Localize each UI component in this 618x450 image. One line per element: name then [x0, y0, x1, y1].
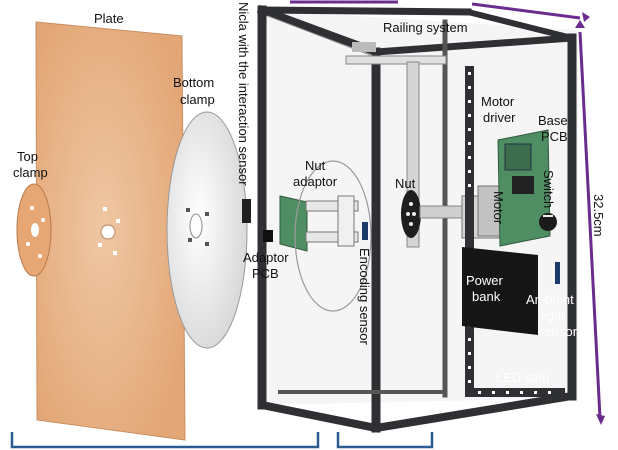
nut: [401, 190, 421, 238]
ambient-light-label: sensor: [538, 324, 578, 339]
nut-adaptor-label: Nut: [305, 158, 326, 173]
top-clamp-label: Top: [17, 149, 38, 164]
encoding-sensor: [362, 222, 368, 240]
plate-screw-hole: [113, 251, 117, 255]
motor-driver-label: Motor: [481, 94, 515, 109]
plate-screw-hole: [98, 243, 102, 247]
bottom-clamp-hub: [189, 213, 203, 239]
power-bank: [462, 247, 538, 335]
height-dimension-label: 32.5cm: [591, 194, 606, 237]
dimension-lines: [290, 0, 605, 425]
plate-screw-hole: [103, 207, 107, 211]
bottom-clamp-label: clamp: [180, 92, 215, 107]
motor-label: Motor: [491, 191, 506, 225]
adaptor-pcb-label: Adaptor: [243, 250, 289, 265]
nicla-sensor-board: [242, 199, 251, 223]
adaptor-pcb-label: PCB: [252, 266, 279, 281]
bottom-brackets: [10, 432, 434, 449]
top-clamp-hole: [31, 223, 39, 237]
motor-driver-label: driver: [483, 110, 516, 125]
top-clamp-screw: [30, 206, 34, 210]
bottom-clamp-screw: [205, 212, 209, 216]
switch-label: Switch: [541, 170, 556, 208]
bottom-clamp-screw: [205, 242, 209, 246]
bottom-clamp-screw: [186, 208, 190, 212]
bottom-clamp: [166, 111, 248, 349]
top-clamp-screw: [41, 218, 45, 222]
top-clamp-screw: [26, 242, 30, 246]
top-clamp-screw: [38, 254, 42, 258]
ambient-light-sensor: [555, 262, 560, 284]
nut-label: Nut: [395, 176, 416, 191]
enclosure-frame: [256, 4, 577, 433]
bottom-clamp-screw: [188, 238, 192, 242]
adaptor-pcb-connector: [263, 230, 273, 242]
ambient-light-label: Ambient: [526, 292, 574, 307]
top-clamp-label: clamp: [13, 165, 48, 180]
nut-adaptor-label: adaptor: [293, 174, 338, 189]
base-pcb-label: PCB: [541, 129, 568, 144]
plate-label: Plate: [94, 11, 124, 26]
switch-knob: [539, 213, 557, 231]
power-bank-label: Power: [466, 273, 504, 288]
led-strip-label: LED strip: [496, 370, 549, 385]
bottom-clamp-label: Bottom: [173, 75, 214, 90]
base-pcb-label: Base: [538, 113, 568, 128]
base-pcb-chip: [512, 176, 534, 194]
nut-adaptor: [294, 160, 372, 312]
threaded-rod: [419, 205, 466, 219]
nicla-label: Nicla with the interaction sensor: [236, 2, 251, 186]
railing-system-label: Railing system: [383, 20, 468, 35]
led-strip-dots: [465, 66, 565, 397]
plate-screw-hole: [116, 219, 120, 223]
encoding-sensor-label: Encoding sensor: [357, 248, 372, 346]
adaptor-pcb: [279, 195, 308, 252]
plate-center-hole: [100, 224, 116, 240]
power-bank-label: bank: [472, 289, 501, 304]
ambient-light-label: light: [541, 308, 565, 323]
motor-driver: [504, 143, 532, 171]
